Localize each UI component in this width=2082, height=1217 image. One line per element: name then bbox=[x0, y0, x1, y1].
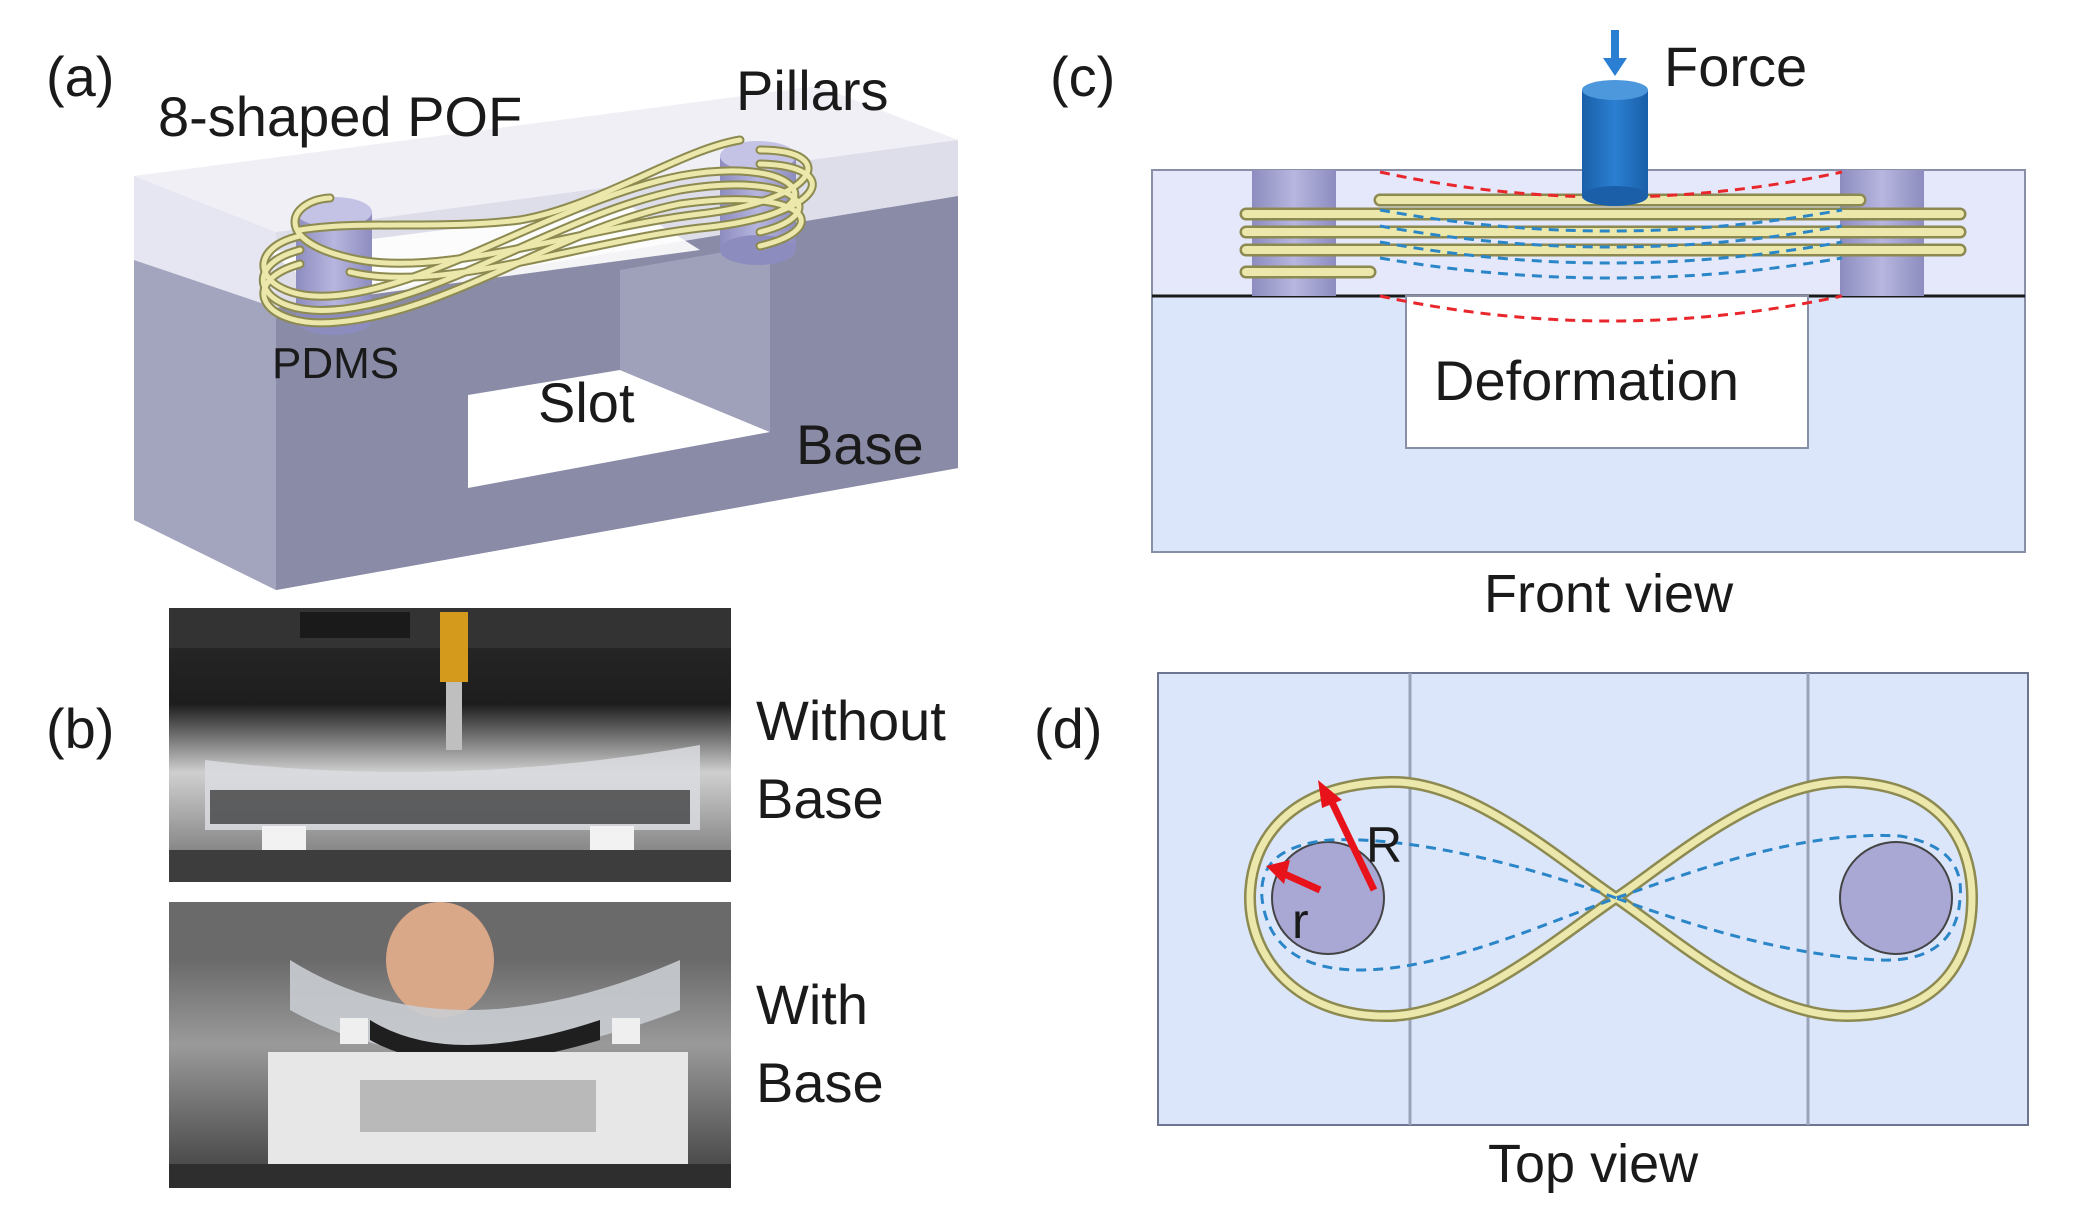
label-force: Force bbox=[1664, 35, 1807, 98]
slot-side bbox=[620, 244, 770, 432]
label-pillars: Pillars bbox=[736, 59, 888, 122]
label-8-shaped-pof: 8-shaped POF bbox=[158, 85, 522, 148]
top-pillar-left bbox=[1271, 841, 1385, 955]
label-deformation: Deformation bbox=[1434, 349, 1739, 412]
panel-b-letter: (b) bbox=[46, 697, 114, 760]
label-big-r: R bbox=[1366, 817, 1402, 873]
photo-without-base bbox=[169, 608, 731, 882]
arrow-big-radius bbox=[1326, 796, 1378, 892]
force-indicator bbox=[1582, 30, 1648, 206]
fiber-8-shape bbox=[258, 135, 817, 328]
top-pillar-right bbox=[1839, 841, 1953, 955]
pdms-left bbox=[134, 176, 276, 308]
panel-c: (c) bbox=[1050, 30, 2026, 624]
label-with-base: Base bbox=[756, 1051, 884, 1114]
photo-with-base bbox=[169, 902, 731, 1188]
deformation-curves bbox=[1379, 170, 1843, 323]
finger bbox=[386, 902, 494, 1018]
panel-a: (a) bbox=[46, 45, 958, 590]
panel-d: (d) R r Top view bbox=[1034, 672, 2029, 1194]
label-small-r: r bbox=[1292, 893, 1309, 949]
label-without: Without bbox=[756, 689, 946, 752]
panel-c-letter: (c) bbox=[1050, 45, 1115, 108]
panel-d-letter: (d) bbox=[1034, 697, 1102, 760]
pdms-top bbox=[134, 86, 958, 232]
label-front-view: Front view bbox=[1484, 564, 1734, 624]
slot-opening bbox=[468, 370, 770, 488]
panel-a-letter: (a) bbox=[46, 45, 114, 108]
label-slot: Slot bbox=[538, 371, 635, 434]
label-pdms: PDMS bbox=[272, 339, 399, 388]
radius-arrows bbox=[1266, 780, 1378, 894]
base-front-left bbox=[134, 260, 276, 590]
label-top-view: Top view bbox=[1488, 1134, 1699, 1194]
label-with: With bbox=[756, 973, 868, 1036]
label-without-base: Base bbox=[756, 767, 884, 830]
arrow-small-radius bbox=[1278, 868, 1322, 894]
label-base: Base bbox=[796, 413, 924, 476]
panel-b: (b) Without Base bbox=[46, 608, 946, 1188]
top-deformation-curves bbox=[1260, 833, 1962, 972]
